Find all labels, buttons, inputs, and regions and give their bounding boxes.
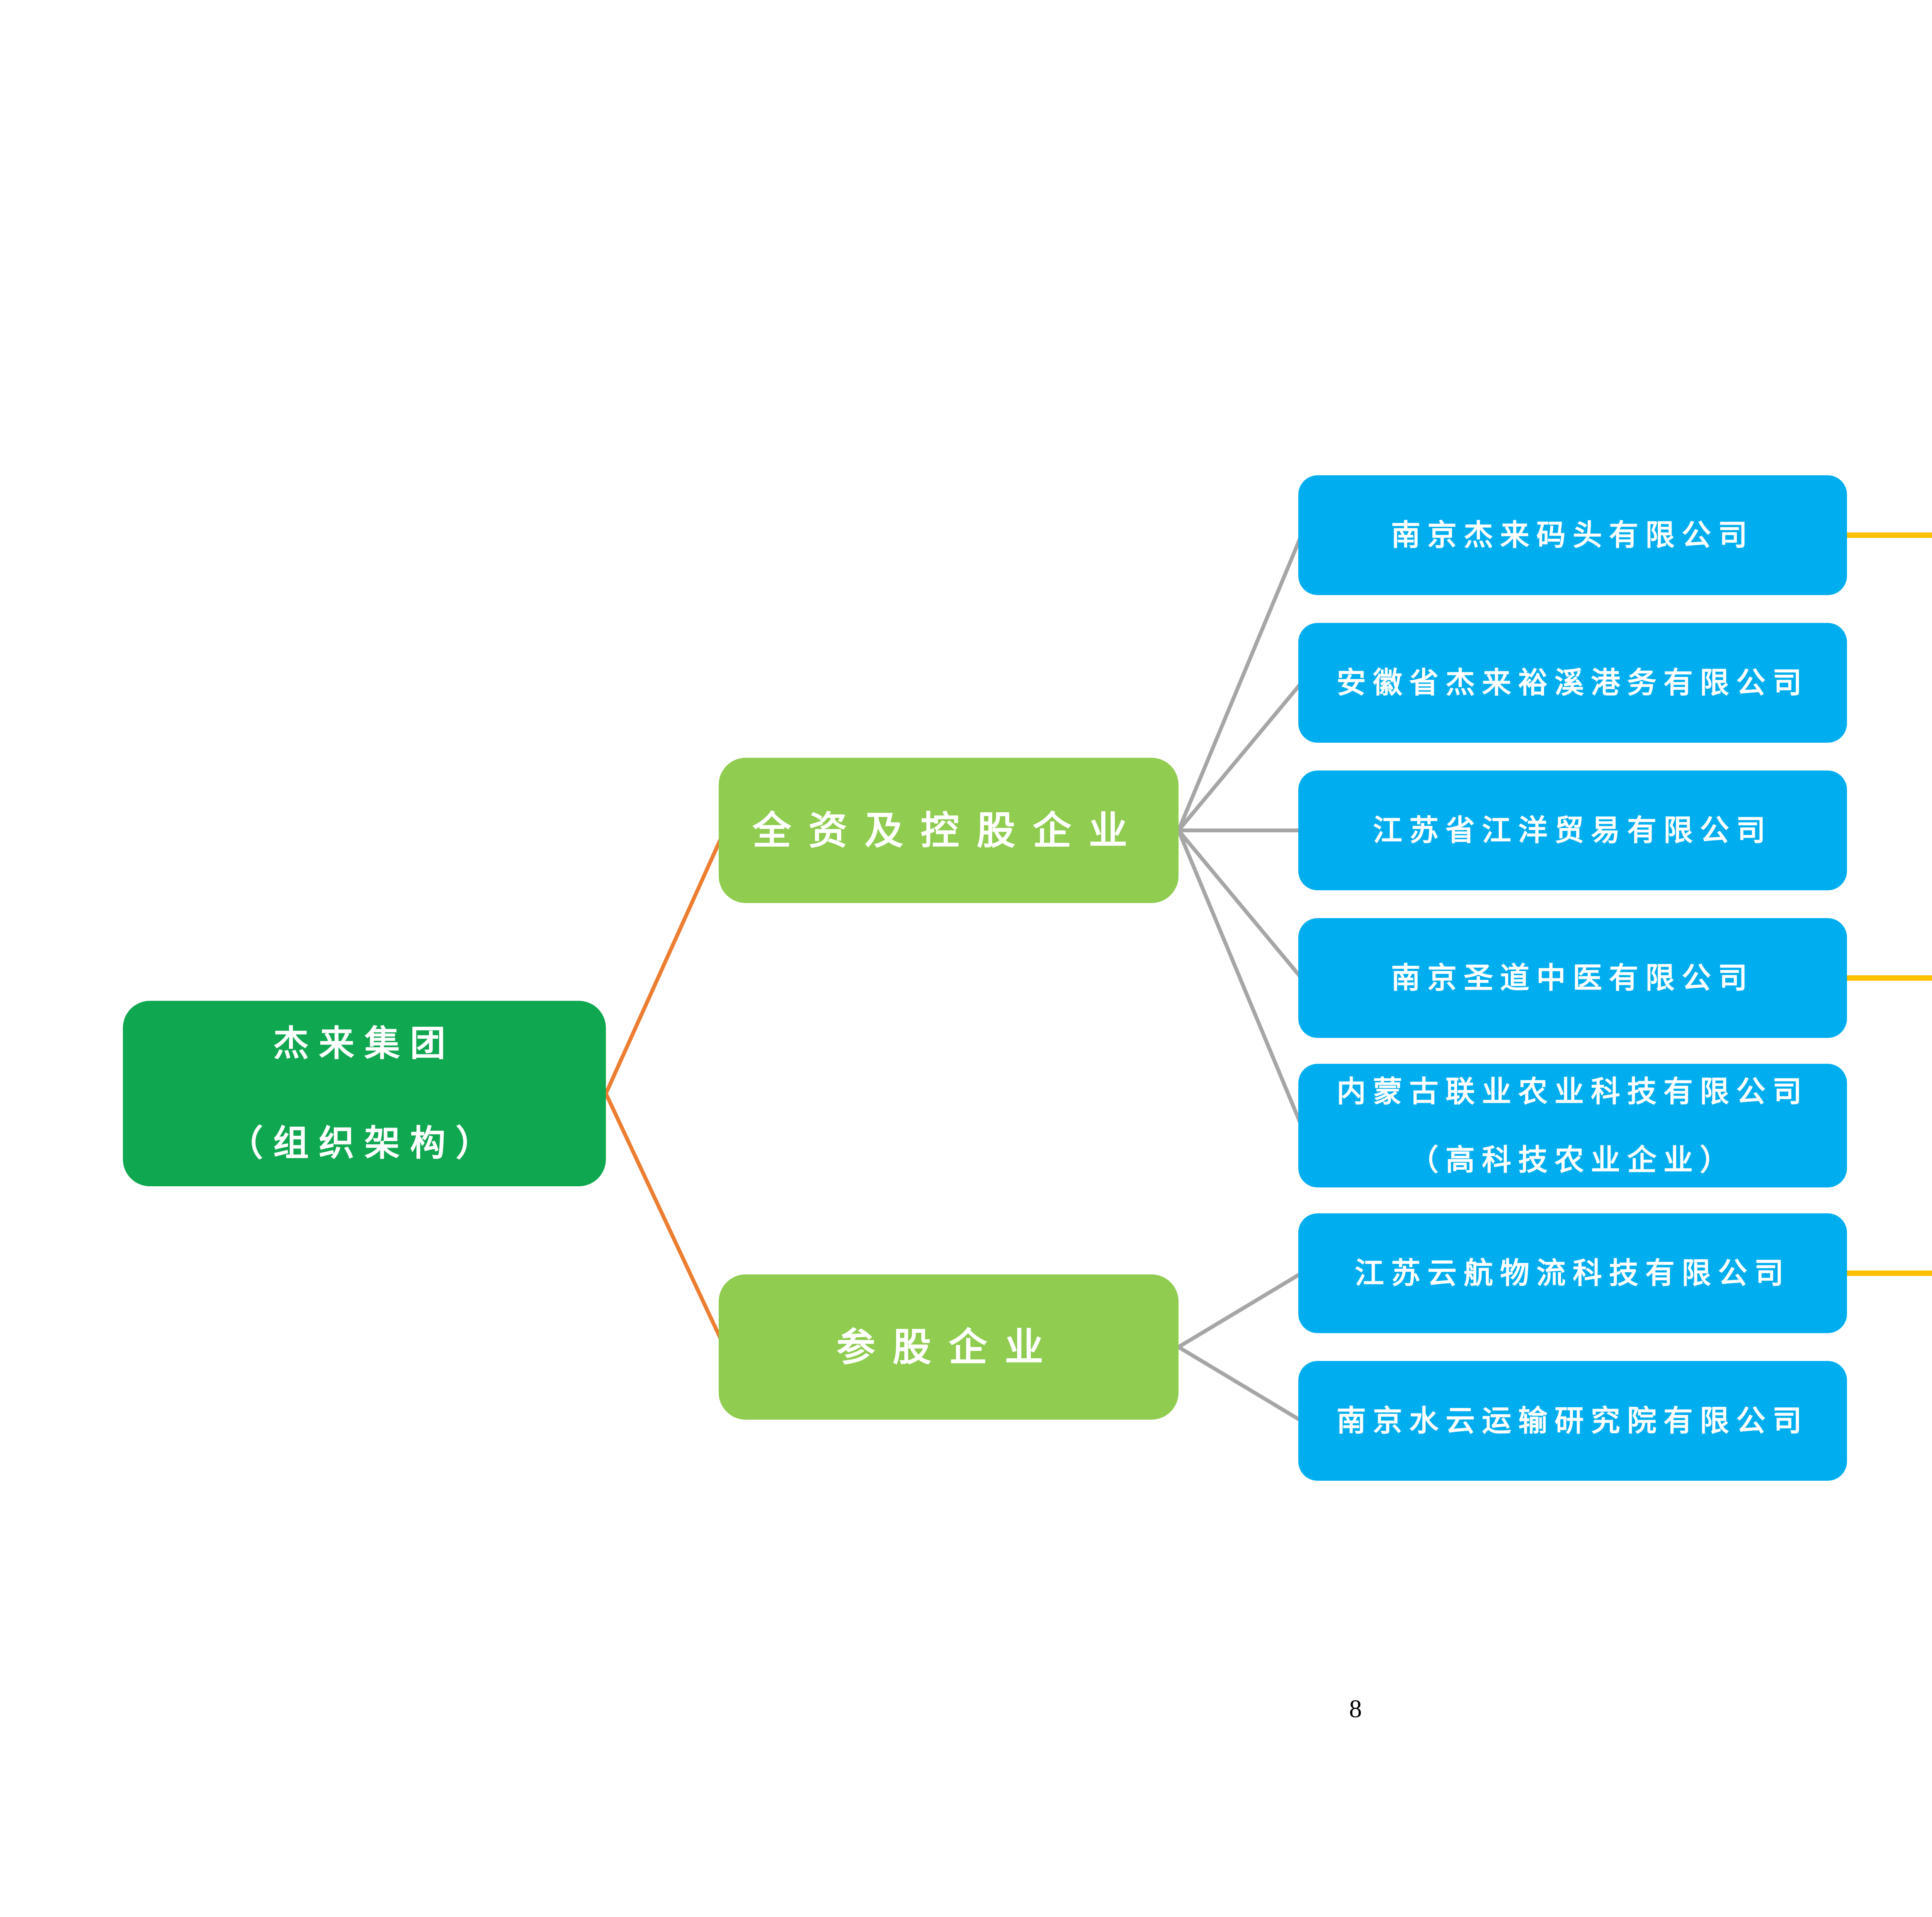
- root-title-line2: （组织架构）: [227, 1123, 501, 1164]
- connector-branch1-to-jielai-wharf: [1177, 534, 1303, 831]
- connector-branch2-to-yunhang-logistics: [1177, 1271, 1303, 1349]
- branch-node-wholly-owned: 全资及控股企业: [719, 758, 1179, 903]
- connector-branch1-to-shengdao-tcm: [1177, 829, 1303, 980]
- company-node-anhui-yuxi-port: 安徽省杰来裕溪港务有限公司: [1298, 623, 1847, 743]
- company-anhui-yuxi-port-label: 安徽省杰来裕溪港务有限公司: [1337, 665, 1809, 700]
- company-lianye-agritech-label-line1: 内蒙古联业农业科技有限公司: [1337, 1074, 1809, 1109]
- company-yunhang-logistics-label: 江苏云航物流科技有限公司: [1355, 1256, 1791, 1291]
- company-node-jielai-wharf: 南京杰来码头有限公司: [1298, 475, 1847, 595]
- connector-branch1-to-anhui-yuxi-port: [1177, 681, 1303, 832]
- company-node-jiangyang-trading: 江苏省江洋贸易有限公司: [1298, 771, 1847, 890]
- company-shengdao-tcm-label: 南京圣道中医有限公司: [1391, 961, 1754, 995]
- company-node-lianye-agritech: 内蒙古联业农业科技有限公司 （高科技农业企业）: [1298, 1064, 1847, 1187]
- company-shuiyun-research-label: 南京水云运输研究院有限公司: [1337, 1403, 1809, 1438]
- org-chart-root-node: 杰来集团 （组织架构）: [123, 1001, 606, 1186]
- connector-branch1-to-lianye-agritech: [1177, 830, 1303, 1126]
- connector-root-to-wholly-owned-branch: [604, 829, 726, 1095]
- company-jielai-wharf-label: 南京杰来码头有限公司: [1391, 518, 1754, 553]
- branch-equity-label: 参股企业: [837, 1324, 1061, 1370]
- root-title-line1: 杰来集团: [273, 1023, 456, 1064]
- company-node-shengdao-tcm: 南京圣道中医有限公司: [1298, 918, 1847, 1038]
- connector-branch2-to-shuiyun-research: [1177, 1345, 1303, 1423]
- branch-node-equity: 参股企业: [719, 1274, 1179, 1420]
- company-node-shuiyun-research: 南京水云运输研究院有限公司: [1298, 1361, 1847, 1481]
- branch-wholly-owned-label: 全资及控股企业: [752, 808, 1145, 853]
- company-jiangyang-trading-label: 江苏省江洋贸易有限公司: [1373, 813, 1772, 848]
- connector-root-to-equity-branch: [604, 1092, 726, 1348]
- page-number: 8: [1349, 1695, 1362, 1723]
- company-lianye-agritech-label-line2: （高科技农业企业）: [1409, 1142, 1736, 1177]
- company-node-yunhang-logistics: 江苏云航物流科技有限公司: [1298, 1213, 1847, 1333]
